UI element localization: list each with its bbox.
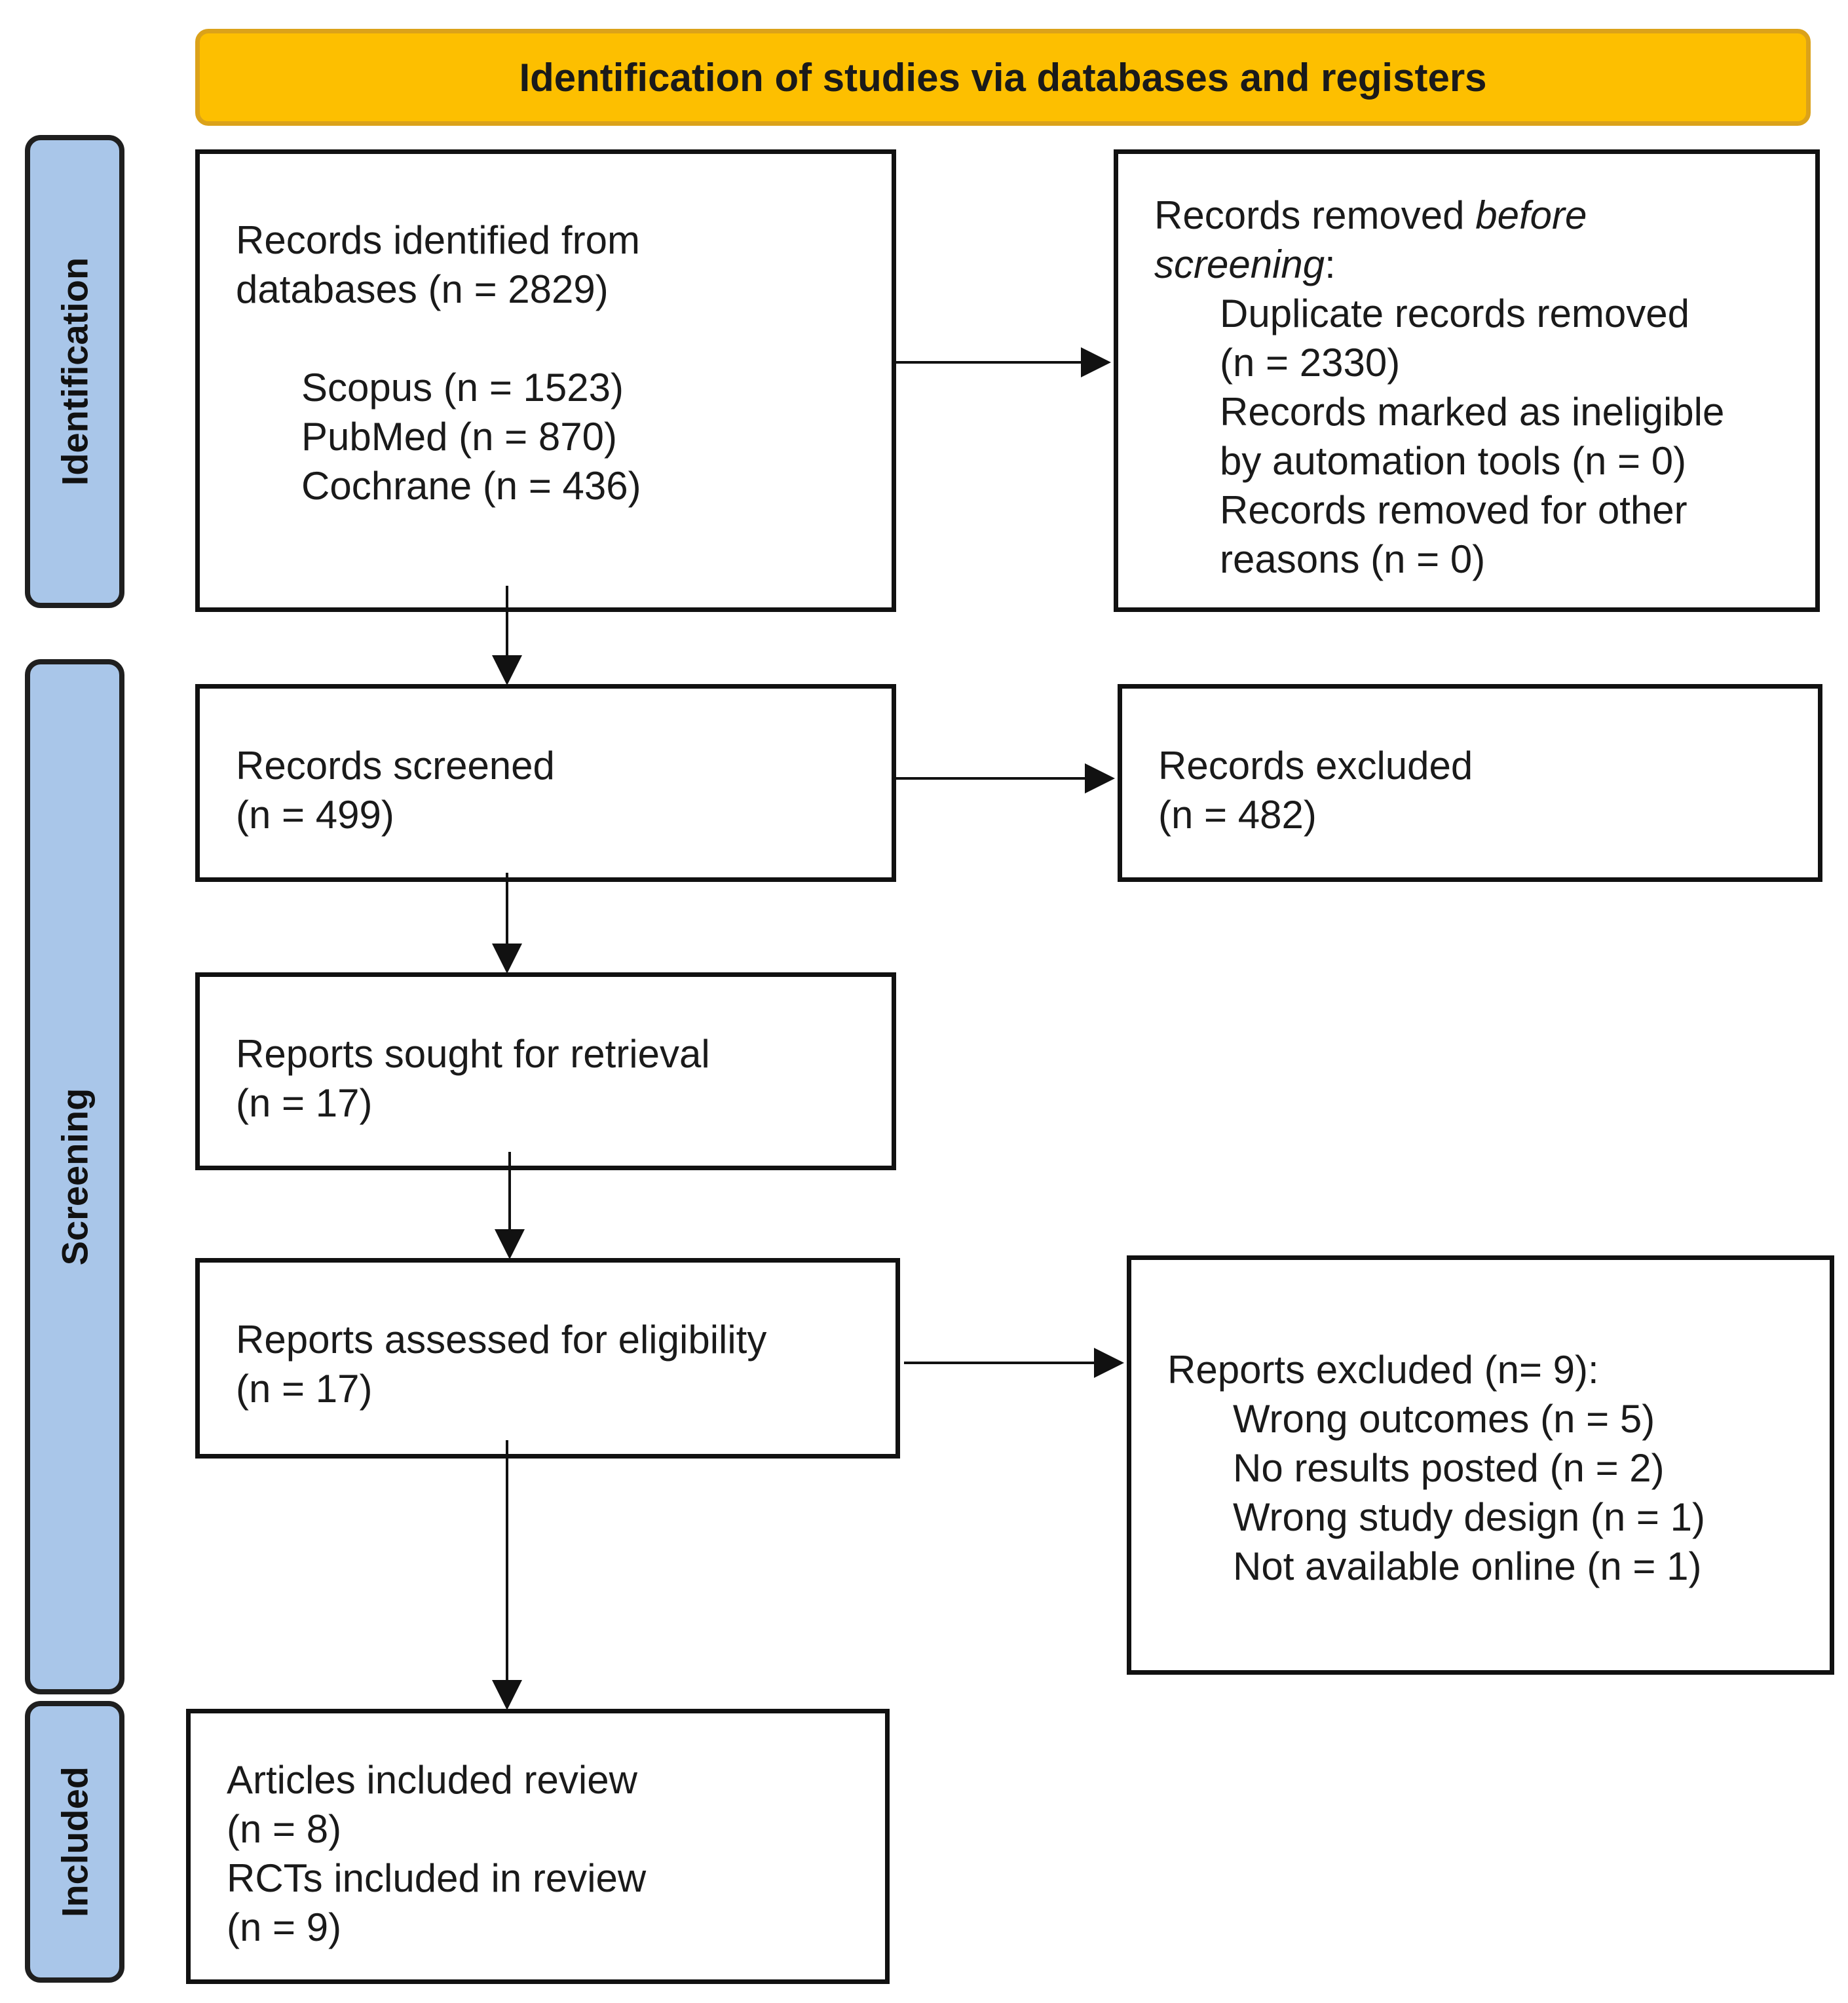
arrowhead-to-removed: [1081, 347, 1111, 377]
duplicate-line1: Duplicate records removed: [1220, 292, 1689, 335]
source-scopus: Scopus (n = 1523): [301, 366, 624, 410]
arrowhead-to-sought: [492, 944, 522, 974]
records-excluded-line2: (n = 482): [1158, 793, 1317, 837]
included-line2: (n = 8): [227, 1807, 342, 1851]
duplicate-line2: (n = 2330): [1220, 341, 1401, 385]
reports-assessed-line2: (n = 17): [236, 1367, 373, 1411]
records-excluded-line1: Records excluded: [1158, 744, 1473, 788]
included-line1: Articles included review: [227, 1758, 637, 1802]
included-box: Articles included review (n = 8) RCTs in…: [186, 1709, 890, 1984]
reports-sought-box: Reports sought for retrieval (n = 17): [195, 972, 896, 1170]
reason-wrong-design: Wrong study design (n = 1): [1233, 1495, 1705, 1539]
arrowhead-to-assessed: [495, 1229, 525, 1259]
reports-excluded-line1: Reports excluded (n= 9):: [1167, 1348, 1599, 1392]
reports-sought-line1: Reports sought for retrieval: [236, 1032, 710, 1076]
records-screened-box: Records screened (n = 499): [195, 684, 896, 882]
other-line2: reasons (n = 0): [1220, 537, 1486, 581]
phase-header-title: Identification of studies via databases …: [519, 55, 1487, 100]
records-removed-line2b: :: [1325, 242, 1336, 286]
arrowhead-to-screened: [492, 655, 522, 685]
arrowhead-to-reports-excluded: [1094, 1348, 1124, 1378]
records-screened-line2: (n = 499): [236, 793, 394, 837]
records-screened-line1: Records screened: [236, 744, 555, 788]
source-pubmed: PubMed (n = 870): [301, 415, 617, 459]
included-line4: (n = 9): [227, 1905, 342, 1949]
other-line1: Records removed for other: [1220, 488, 1688, 532]
reason-no-results: No results posted (n = 2): [1233, 1446, 1665, 1490]
reports-sought-line2: (n = 17): [236, 1081, 373, 1125]
stage-screening: Screening: [25, 659, 124, 1694]
reports-assessed-box: Reports assessed for eligibility (n = 17…: [195, 1258, 900, 1459]
records-excluded-box: Records excluded (n = 482): [1118, 684, 1822, 882]
reason-not-available: Not available online (n = 1): [1233, 1544, 1702, 1588]
records-removed-box: Records removed before screening: Duplic…: [1114, 149, 1820, 612]
ineligible-line2: by automation tools (n = 0): [1220, 439, 1687, 483]
stage-included: Included: [25, 1701, 124, 1983]
reports-excluded-box: Reports excluded (n= 9): Wrong outcomes …: [1127, 1255, 1834, 1675]
ineligible-line1: Records marked as ineligible: [1220, 390, 1725, 434]
records-removed-line1a: Records removed: [1154, 193, 1476, 237]
arrowhead-to-included: [492, 1680, 522, 1710]
reports-assessed-line1: Reports assessed for eligibility: [236, 1318, 767, 1362]
records-identified-line2: databases (n = 2829): [236, 267, 609, 311]
records-identified-box: Records identified from databases (n = 2…: [195, 149, 896, 612]
source-cochrane: Cochrane (n = 436): [301, 464, 641, 508]
stage-identification: Identification: [25, 135, 124, 608]
included-line3: RCTs included in review: [227, 1856, 647, 1900]
records-removed-line1b: before: [1475, 193, 1587, 237]
arrowhead-to-records-excluded: [1085, 763, 1115, 793]
reason-wrong-outcomes: Wrong outcomes (n = 5): [1233, 1397, 1655, 1441]
records-identified-line1: Records identified from: [236, 218, 640, 262]
phase-header: Identification of studies via databases …: [195, 29, 1811, 126]
records-removed-line2a: screening: [1154, 242, 1325, 286]
